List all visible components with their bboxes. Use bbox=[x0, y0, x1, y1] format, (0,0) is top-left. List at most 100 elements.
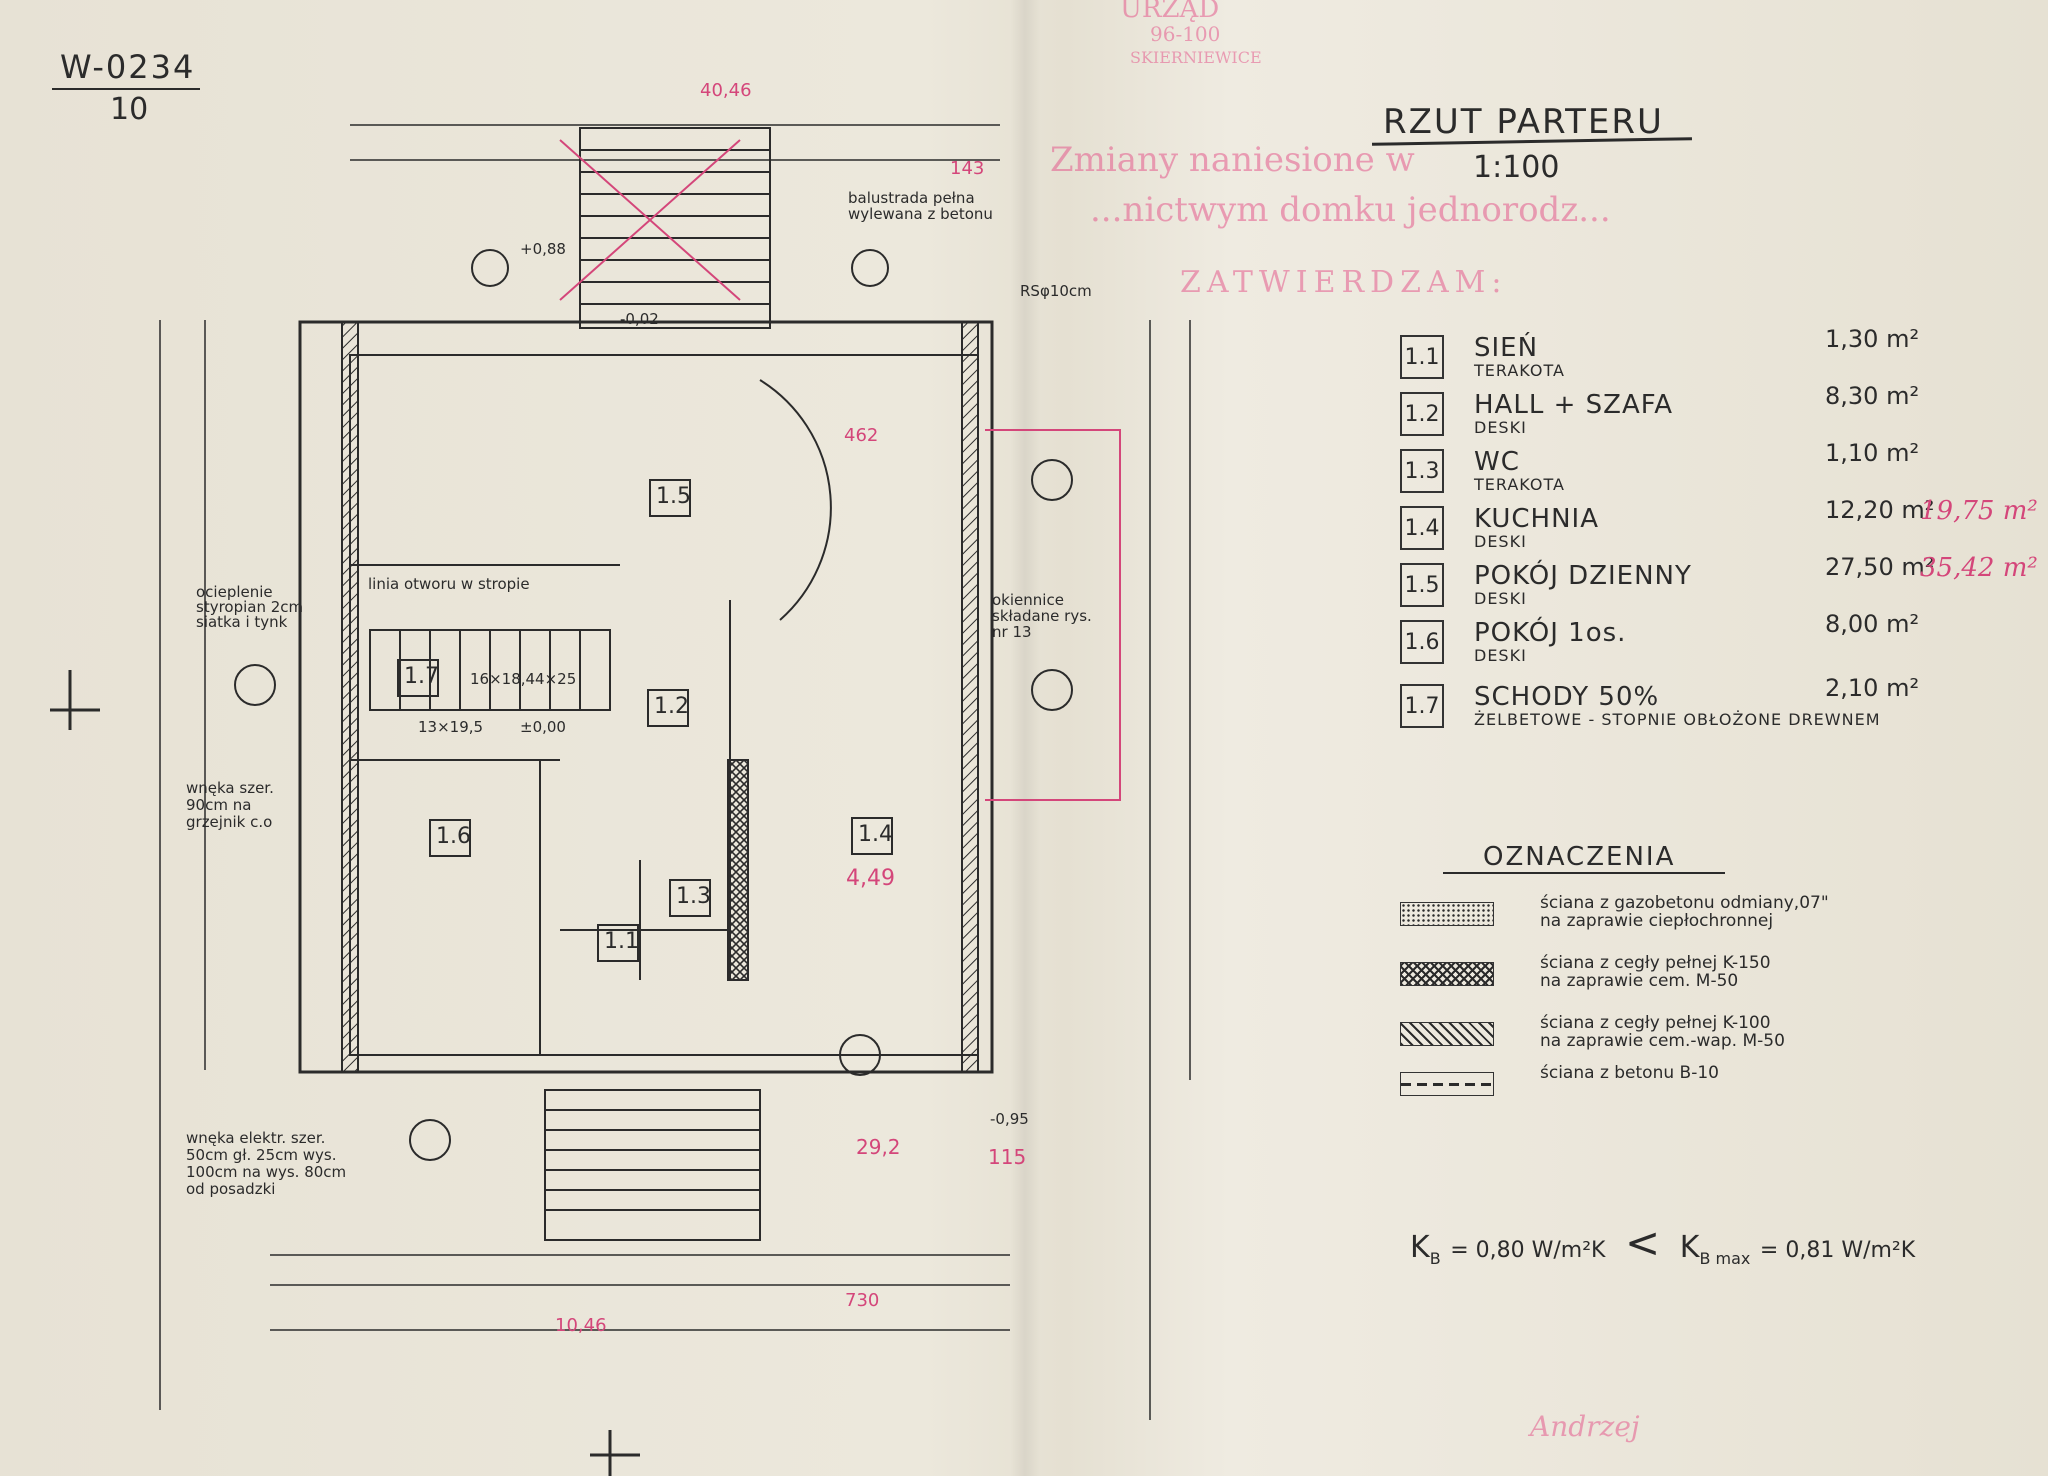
room-number: 1.3 bbox=[1400, 449, 1444, 493]
formula-right-value: = 0,81 W/m²K bbox=[1759, 1238, 1916, 1263]
legend-text-line2: na zaprawie ciepłochronnej bbox=[1540, 911, 1774, 931]
stamp-line-4: Zmiany naniesione w bbox=[1050, 140, 1415, 180]
room-number: 1.6 bbox=[1400, 620, 1444, 664]
window-tag-left bbox=[234, 664, 276, 706]
legend-swatch bbox=[1400, 1022, 1494, 1046]
door-swing-arc bbox=[759, 379, 832, 621]
room-area: 8,00 m² bbox=[1825, 610, 1920, 638]
room-name: SCHODY 50% bbox=[1474, 682, 1660, 712]
level-entry-top: -0,02 bbox=[620, 310, 659, 328]
outer-wall-outline bbox=[298, 320, 994, 1074]
red-cross-2 bbox=[559, 139, 741, 301]
red-mark-top-right: 143 bbox=[950, 158, 985, 179]
room-finish: TERAKOTA bbox=[1474, 475, 1565, 494]
room-area: 8,30 m² bbox=[1825, 382, 1920, 410]
plan-tag-13: 1.3 bbox=[676, 884, 711, 909]
room-row: 1.6 POKÓJ 1os.DESKI 8,00 m² bbox=[1400, 610, 1960, 680]
formula-left-sub: B bbox=[1429, 1249, 1441, 1268]
legend-text-line1: ściana z betonu B-10 bbox=[1540, 1063, 1719, 1083]
plan-tag-17: 1.7 bbox=[404, 664, 439, 689]
level-terrace: +0,88 bbox=[520, 240, 566, 258]
room-finish: TERAKOTA bbox=[1474, 361, 1565, 380]
note-ceiling-opening: linia otworu w stropie bbox=[368, 575, 530, 593]
window-tag-top-left bbox=[471, 249, 509, 287]
legend-heading: OZNACZENIA bbox=[1483, 842, 1676, 872]
plan-tag-11: 1.1 bbox=[604, 929, 639, 954]
legend-heading-rule bbox=[1443, 872, 1725, 874]
red-addition-outline bbox=[985, 429, 1121, 801]
room-name: WC bbox=[1474, 447, 1520, 477]
legend-item: ściana z gazobetonu odmiany,07"na zapraw… bbox=[1400, 894, 1920, 948]
stamp-line-6: ZATWIERDZAM: bbox=[1180, 265, 1508, 300]
room-name: KUCHNIA bbox=[1474, 504, 1599, 534]
drawing-number-rule bbox=[52, 88, 200, 90]
legend-text-line1: ściana z cegły pełnej K-100 bbox=[1540, 1013, 1771, 1033]
legend-text-line1: ściana z gazobetonu odmiany,07" bbox=[1540, 893, 1829, 913]
plan-tag-16: 1.6 bbox=[436, 824, 471, 849]
left-wall-hatch bbox=[341, 321, 359, 1073]
plan-title: RZUT PARTERU bbox=[1383, 102, 1664, 142]
window-tag-bottom bbox=[409, 1119, 451, 1161]
room-name: HALL + SZAFA bbox=[1474, 390, 1674, 420]
drawing-sheet-number: 10 bbox=[110, 92, 149, 127]
red-mark-kitchen: 4,49 bbox=[846, 866, 895, 891]
room-area: 1,10 m² bbox=[1825, 439, 1920, 467]
top-entrance-stairs bbox=[579, 127, 771, 329]
section-mark-left bbox=[50, 670, 100, 730]
plan-tag-box-11 bbox=[597, 924, 639, 962]
room-finish: DESKI bbox=[1474, 589, 1527, 608]
room-number: 1.2 bbox=[1400, 392, 1444, 436]
room-area-corrected: 19,75 m² bbox=[1920, 496, 2038, 526]
red-mark-top: 40,46 bbox=[700, 80, 752, 101]
thermal-formula: KB = 0,80 W/m²K < KB max = 0,81 W/m²K bbox=[1410, 1218, 1915, 1268]
plan-tag-box-13 bbox=[669, 879, 711, 917]
plan-scale: 1:100 bbox=[1473, 150, 1560, 185]
legend-swatch bbox=[1400, 1072, 1494, 1096]
plan-tag-box-16 bbox=[429, 819, 471, 857]
formula-left-value: = 0,80 W/m²K bbox=[1450, 1238, 1606, 1263]
room-number: 1.7 bbox=[1400, 684, 1444, 728]
drawing-number: W-0234 bbox=[60, 48, 196, 86]
red-mark-total: 10,46 bbox=[555, 1315, 607, 1336]
red-mark-right: 115 bbox=[988, 1145, 1027, 1169]
chimney-note: RSφ10cm bbox=[1020, 282, 1092, 300]
legend-swatch bbox=[1400, 902, 1494, 926]
right-wall-hatch bbox=[961, 321, 979, 1073]
room-finish: DESKI bbox=[1474, 418, 1527, 437]
room-name: SIEŃ bbox=[1474, 333, 1539, 363]
plan-tag-12: 1.2 bbox=[654, 694, 689, 719]
stamp-signature: Andrzej bbox=[1530, 1410, 1640, 1443]
room-area-corrected: 35,42 m² bbox=[1920, 553, 2038, 583]
room-name: POKÓJ 1os. bbox=[1474, 618, 1627, 648]
formula-right-symbol: K bbox=[1679, 1230, 1700, 1265]
note-radiator-niche: wnęka szer. 90cm na grzejnik c.o bbox=[186, 779, 274, 831]
window-tag-bottom-right bbox=[839, 1034, 881, 1076]
paper-fold bbox=[1010, 0, 1040, 1476]
room-finish: DESKI bbox=[1474, 532, 1527, 551]
formula-operator: < bbox=[1625, 1218, 1661, 1267]
room-number: 1.1 bbox=[1400, 335, 1444, 379]
note-stairs-lower: 13×19,5 bbox=[418, 718, 484, 736]
section-mark-bottom bbox=[590, 1430, 640, 1476]
legend-text: ściana z gazobetonu odmiany,07"na zapraw… bbox=[1540, 894, 1829, 930]
window-tag-right-top bbox=[1031, 459, 1073, 501]
room-finish: DESKI bbox=[1474, 646, 1527, 665]
note-stairs-main: 16×18,44×25 bbox=[470, 670, 577, 688]
plan-tag-14: 1.4 bbox=[858, 822, 893, 847]
formula-left-symbol: K bbox=[1410, 1230, 1430, 1265]
note-insulation: ocieplenie styropian 2cm siatka i tynk bbox=[196, 583, 304, 631]
stamp-line-5: ...nictwym domku jednorodz... bbox=[1090, 190, 1611, 230]
formula-right-sub: B max bbox=[1699, 1249, 1751, 1268]
kitchen-brick-wall bbox=[727, 759, 749, 981]
room-number: 1.4 bbox=[1400, 506, 1444, 550]
stamp-line-3: SKIERNIEWICE bbox=[1130, 48, 1262, 67]
room-finish: ŻELBETOWE - STOPNIE OBŁOŻONE DREWNEM bbox=[1474, 710, 1881, 729]
